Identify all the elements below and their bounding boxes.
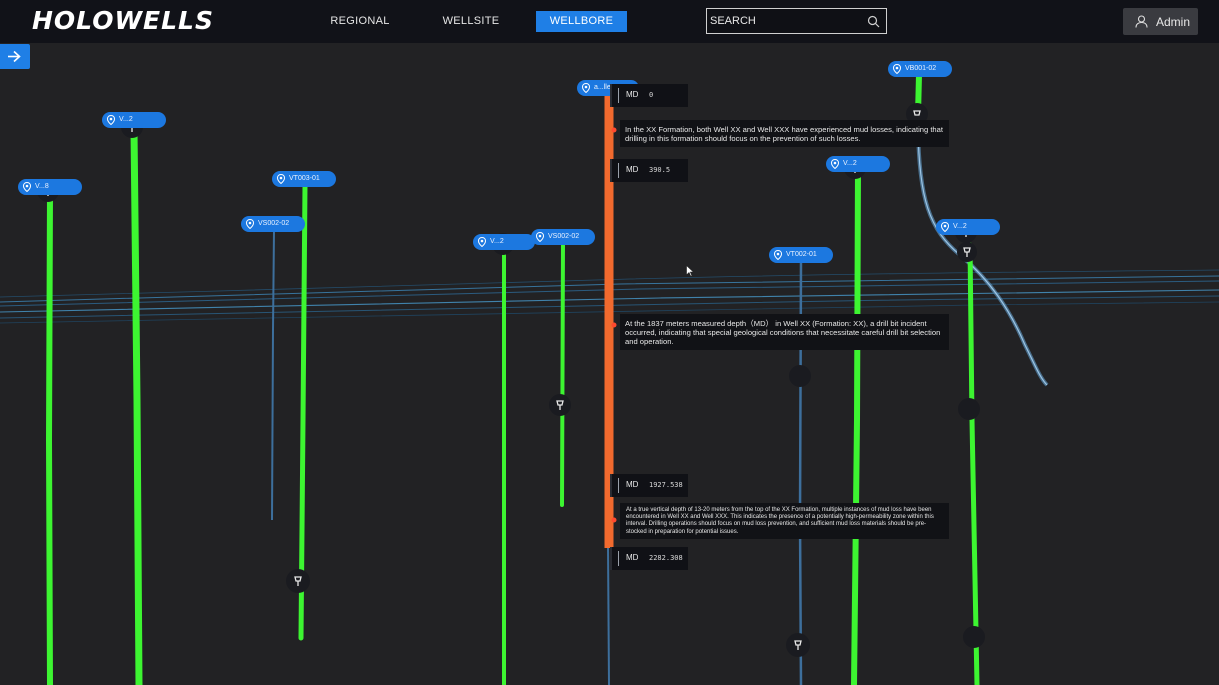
well-tag[interactable]: V...2 xyxy=(473,234,535,250)
well-tag[interactable]: V...2 xyxy=(826,156,890,172)
logo: HOLOWELLS xyxy=(32,6,214,35)
well-trajectories xyxy=(45,72,980,685)
annotation-markers[interactable] xyxy=(611,127,617,523)
location-pin-icon xyxy=(892,64,902,74)
well-tag-label: V...8 xyxy=(35,183,49,190)
sidebar-toggle-button[interactable] xyxy=(0,44,30,69)
well-tag-label: V...2 xyxy=(490,238,504,245)
tab-wellsite[interactable]: WELLSITE xyxy=(442,15,500,27)
location-pin-icon xyxy=(535,232,545,242)
well-tag-label: V...2 xyxy=(843,160,857,167)
md-label: MD xyxy=(626,553,639,562)
md-value: 1927.538 xyxy=(649,481,683,489)
well-tag[interactable]: V...8 xyxy=(18,179,82,195)
search-input[interactable] xyxy=(710,13,860,29)
search-icon[interactable] xyxy=(867,15,880,28)
location-pin-icon xyxy=(477,237,487,247)
md-marker[interactable]: MD 1927.538 xyxy=(610,474,688,497)
search-box xyxy=(706,8,887,34)
location-pin-icon xyxy=(830,159,840,169)
md-marker-bar xyxy=(618,163,619,178)
user-icon xyxy=(1135,15,1148,28)
mouse-cursor-icon xyxy=(686,265,694,277)
location-pin-icon xyxy=(773,250,783,260)
annotation-note[interactable]: In the XX Formation, both Well XX and We… xyxy=(620,120,949,148)
location-pin-icon xyxy=(940,222,950,232)
well-tag-label: V...2 xyxy=(119,116,133,123)
annotation-note[interactable]: At the 1837 meters measured depth（MD） in… xyxy=(620,314,949,351)
well-tag[interactable]: VT002-01 xyxy=(769,247,833,263)
well-tag-label: VB001-02 xyxy=(905,65,937,72)
well-tag[interactable]: V...2 xyxy=(102,112,166,128)
top-bar: HOLOWELLS REGIONAL WELLSITE WELLBORE Adm… xyxy=(0,0,1219,43)
well-tag[interactable]: VT003-01 xyxy=(272,171,336,187)
location-pin-icon xyxy=(581,83,591,93)
well-tag-label: VT003-01 xyxy=(289,175,320,182)
faint-trajectories xyxy=(271,119,1049,685)
md-marker[interactable]: MD 0 xyxy=(610,84,688,107)
md-value: 2282.308 xyxy=(649,554,683,562)
md-marker[interactable]: MD 390.5 xyxy=(610,159,688,182)
md-label: MD xyxy=(626,165,639,174)
md-label: MD xyxy=(626,480,639,489)
md-marker-bar xyxy=(618,88,619,103)
well-tag-label: VS002-02 xyxy=(258,220,290,227)
md-label: MD xyxy=(626,90,639,99)
location-pin-icon xyxy=(245,219,255,229)
admin-label: Admin xyxy=(1156,15,1191,29)
well-tag-label: VT002-01 xyxy=(786,251,817,258)
location-pin-icon xyxy=(22,182,32,192)
admin-button[interactable]: Admin xyxy=(1123,8,1198,35)
well-tag-label: V...2 xyxy=(953,223,967,230)
well-tag[interactable]: VS002-02 xyxy=(241,216,305,232)
well-tag[interactable]: VS002-02 xyxy=(531,229,595,245)
md-marker-bar xyxy=(618,551,619,566)
annotation-note[interactable]: At a true vertical depth of 13-20 meters… xyxy=(620,503,949,539)
well-tag[interactable]: VB001-02 xyxy=(888,61,952,77)
md-marker[interactable]: MD 2282.308 xyxy=(610,547,688,570)
md-marker-bar xyxy=(618,478,619,493)
tab-regional[interactable]: REGIONAL xyxy=(330,15,390,27)
tab-wellbore[interactable]: WELLBORE xyxy=(536,11,627,32)
well-tag-label: VS002-02 xyxy=(548,233,580,240)
location-pin-icon xyxy=(106,115,116,125)
md-value: 390.5 xyxy=(649,166,671,174)
wellbore-3d-view[interactable] xyxy=(0,43,1219,685)
location-pin-icon xyxy=(276,174,286,184)
md-value: 0 xyxy=(649,91,654,99)
well-tag-label: a...lle xyxy=(594,84,611,91)
well-head-markers xyxy=(37,103,985,657)
arrow-right-icon xyxy=(8,50,21,63)
well-tag[interactable]: V...2 xyxy=(936,219,1000,235)
